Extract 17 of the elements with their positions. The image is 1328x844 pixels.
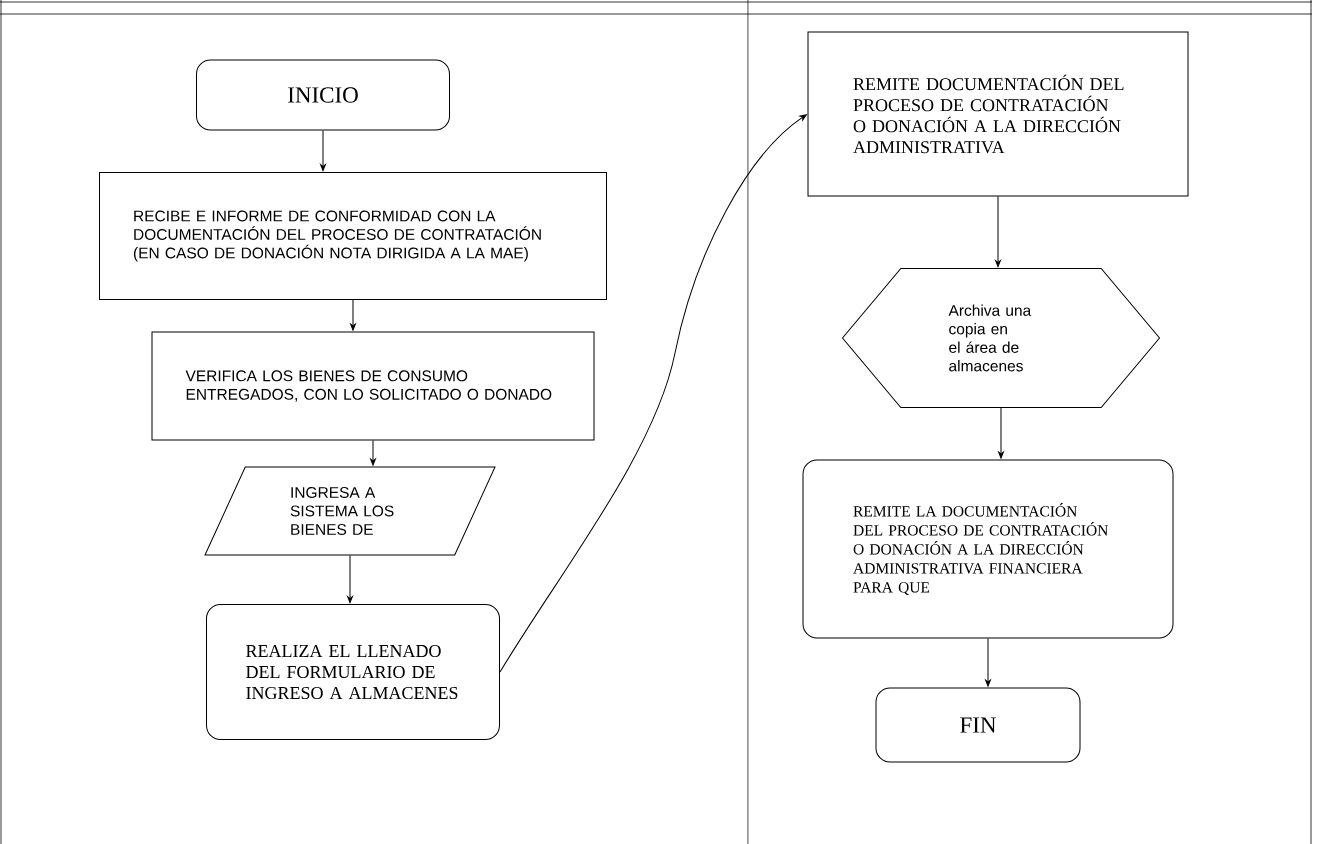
- arrow: [347, 555, 353, 604]
- terminal-box: REMITE LA DOCUMENTACIÓN DEL PROCESO DE CONTRATACIÓN O DONACIÓN A LA DIRECCIÓN ADMINISTRATIVA FINANCIERA PARA QUE: [802, 459, 1174, 639]
- arrow: [350, 299, 356, 331]
- data-parallelogram: INGRESA A SISTEMA LOS BIENES DE: [204, 466, 496, 556]
- process-box: VERIFICA LOS BIENES DE CONSUMO ENTREGADOS, CON LO SOLICITADO O DONADO: [151, 331, 595, 441]
- arrow: [985, 638, 991, 687]
- arrow: [320, 130, 326, 172]
- arrow: [998, 407, 1004, 459]
- arrow: [370, 440, 376, 466]
- process-box: RECIBE E INFORME DE CONFORMIDAD CON LA DOCUMENTACIÓN DEL PROCESO DE CONTRATACIÓN (EN CASO DE DONACIÓN NOTA DIRIGIDA A LA MAE): [99, 172, 607, 300]
- terminal-box: FIN: [875, 687, 1081, 763]
- preparation-hexagon: Archiva una copia en el área de almacenes: [842, 268, 1160, 408]
- arrow: [995, 196, 1001, 268]
- terminal-box: INICIO: [196, 59, 450, 131]
- process-box: REMITE DOCUMENTACIÓN DEL PROCESO DE CONTRATACIÓN O DONACIÓN A LA DIRECCIÓN ADMINISTRATIVA: [807, 31, 1189, 197]
- arrow: [499, 114, 807, 673]
- terminal-box: REALIZA EL LLENADO DEL FORMULARIO DE INGRESO A ALMACENES: [206, 604, 500, 740]
